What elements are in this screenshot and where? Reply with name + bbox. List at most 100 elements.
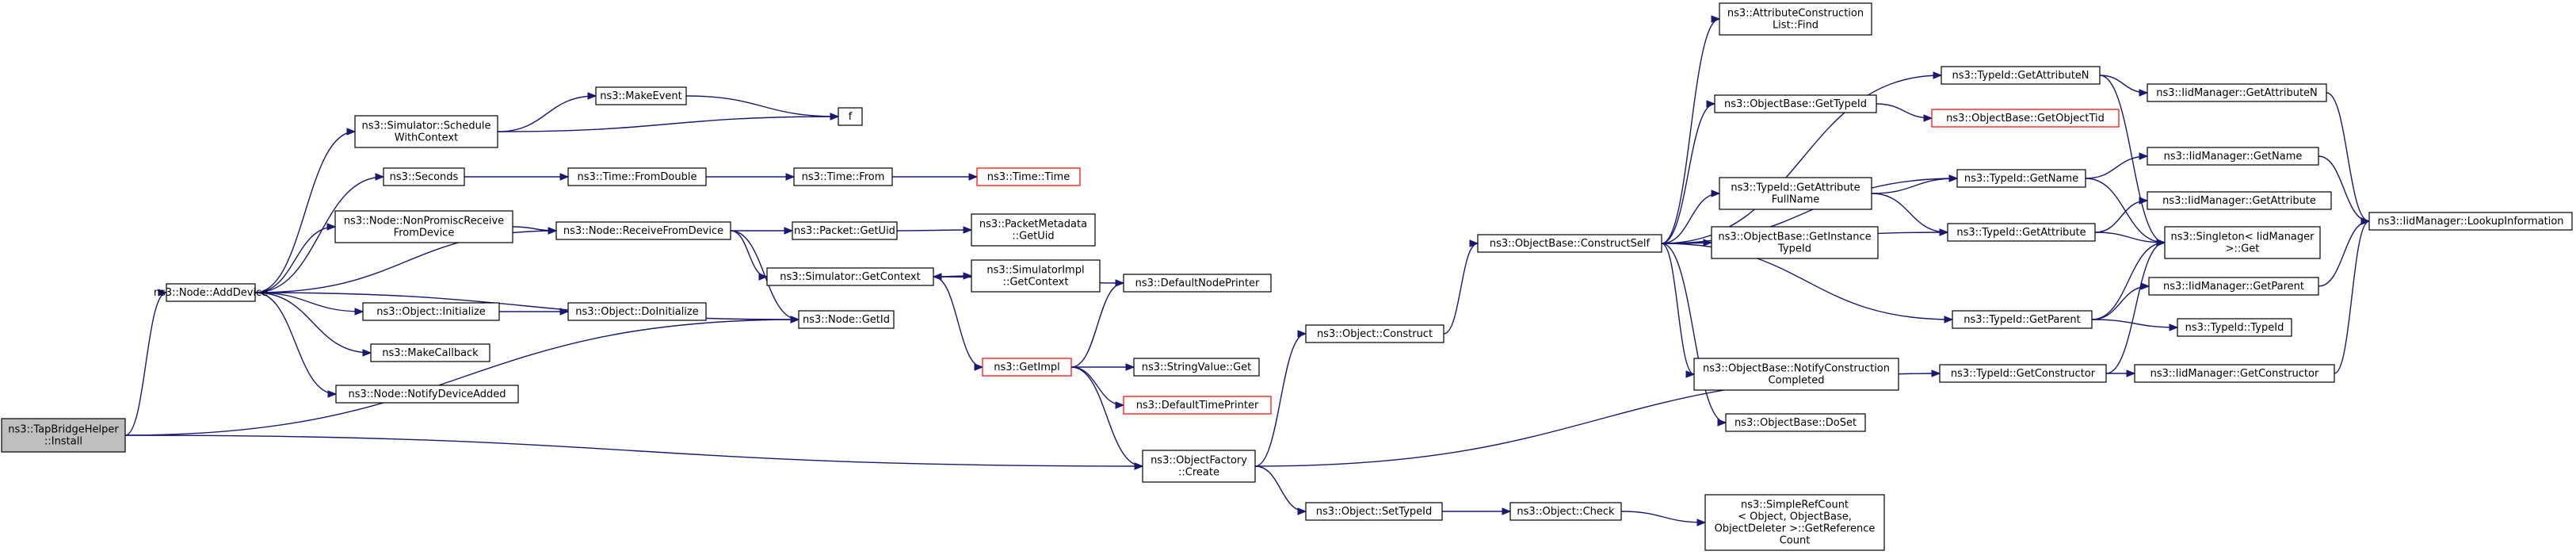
node-notifyconstr[interactable]: ns3::ObjectBase::NotifyConstructionCompl… <box>1693 358 1899 391</box>
node-f[interactable]: f <box>838 107 863 126</box>
node-box-simimplctx[interactable] <box>971 259 1101 293</box>
node-box-objfactory[interactable] <box>1142 450 1256 483</box>
node-constructself[interactable]: ns3::ObjectBase::ConstructSelf <box>1477 234 1662 253</box>
node-deftimeprinter[interactable]: ns3::DefaultTimePrinter <box>1123 396 1272 415</box>
node-box-stringget[interactable] <box>1133 358 1260 377</box>
node-objcheck[interactable]: ns3::Object::Check <box>1509 502 1622 521</box>
node-box-singleton[interactable] <box>2164 226 2321 259</box>
node-box-obinstancetid[interactable] <box>1711 226 1879 259</box>
node-notifydev[interactable]: ns3::Node::NotifyDeviceAdded <box>335 385 519 404</box>
node-box-packetgetuid[interactable] <box>792 221 898 240</box>
node-box-receivefrom[interactable] <box>555 221 731 240</box>
node-box-iidctor[interactable] <box>2134 364 2335 383</box>
node-tidgetparent[interactable]: ns3::TypeId::GetParent <box>1952 310 2093 329</box>
node-simpleref[interactable]: ns3::SimpleRefCount< Object, ObjectBase,… <box>1704 494 1885 551</box>
node-box-timetime[interactable] <box>976 167 1081 186</box>
node-box-seconds[interactable] <box>383 167 465 186</box>
node-box-timefrom[interactable] <box>793 167 893 186</box>
node-tidgetctor[interactable]: ns3::TypeId::GetConstructor <box>1939 364 2107 383</box>
node-box-simpleref[interactable] <box>1704 494 1885 551</box>
node-box-adddevice[interactable] <box>166 283 256 302</box>
node-timetime[interactable]: ns3::Time::Time <box>976 167 1081 186</box>
node-box-iidname[interactable] <box>2147 147 2319 166</box>
node-receivefrom[interactable]: ns3::Node::ReceiveFromDevice <box>555 221 731 240</box>
node-simimplctx[interactable]: ns3::SimulatorImpl::GetContext <box>971 259 1101 293</box>
node-getimpl[interactable]: ns3::GetImpl <box>982 358 1072 377</box>
node-stringget[interactable]: ns3::StringValue::Get <box>1133 358 1260 377</box>
node-box-getimpl[interactable] <box>982 358 1072 377</box>
node-box-constructself[interactable] <box>1477 234 1662 253</box>
node-box-objinit[interactable] <box>362 302 500 321</box>
node-obgetobjtid[interactable]: ns3::ObjectBase::GetObjectTid <box>1931 109 2120 128</box>
node-seconds[interactable]: ns3::Seconds <box>383 167 465 186</box>
node-iidctor[interactable]: ns3::IidManager::GetConstructor <box>2134 364 2335 383</box>
node-box-simgetctx[interactable] <box>766 267 934 286</box>
node-iidparent[interactable]: ns3::IidManager::GetParent <box>2148 277 2319 296</box>
node-objconstruct[interactable]: ns3::Object::Construct <box>1305 324 1444 343</box>
node-box-obgettypeid[interactable] <box>1714 94 1877 113</box>
node-box-tidgetattr[interactable] <box>1947 223 2096 242</box>
node-box-deftimeprinter[interactable] <box>1123 396 1272 415</box>
node-box-nodegetid[interactable] <box>798 310 895 329</box>
node-objsettypeid[interactable]: ns3::Object::SetTypeId <box>1305 502 1443 521</box>
node-box-nonpromisc[interactable] <box>334 210 513 243</box>
node-box-fromdouble[interactable] <box>567 167 707 186</box>
node-box-tidgetname[interactable] <box>1956 169 2086 188</box>
node-box-attrfind[interactable] <box>1719 2 1872 36</box>
node-box-f[interactable] <box>838 107 863 126</box>
node-fromdouble[interactable]: ns3::Time::FromDouble <box>567 167 707 186</box>
node-install[interactable]: ns3::TapBridgeHelper::Install <box>1 418 126 453</box>
node-obgettypeid[interactable]: ns3::ObjectBase::GetTypeId <box>1714 94 1877 113</box>
node-nodegetid[interactable]: ns3::Node::GetId <box>798 310 895 329</box>
node-box-makecallback[interactable] <box>370 343 490 362</box>
node-box-objsettypeid[interactable] <box>1305 502 1443 521</box>
node-doset[interactable]: ns3::ObjectBase::DoSet <box>1725 413 1866 432</box>
node-tidgetattr[interactable]: ns3::TypeId::GetAttribute <box>1947 223 2096 242</box>
node-box-install[interactable] <box>1 418 126 453</box>
node-tidtypeid[interactable]: ns3::TypeId::TypeId <box>2177 318 2292 337</box>
node-metagetuid[interactable]: ns3::PacketMetadata::GetUid <box>971 213 1096 247</box>
node-box-schedctx[interactable] <box>354 115 498 148</box>
node-box-objcheck[interactable] <box>1509 502 1622 521</box>
node-box-objdoinit[interactable] <box>567 302 707 321</box>
node-box-metagetuid[interactable] <box>971 213 1096 247</box>
node-box-lookup[interactable] <box>2368 212 2573 231</box>
node-box-getattrfull[interactable] <box>1719 177 1872 210</box>
node-tidgetname[interactable]: ns3::TypeId::GetName <box>1956 169 2086 188</box>
node-box-makeevent[interactable] <box>595 86 687 105</box>
node-timefrom[interactable]: ns3::Time::From <box>793 167 893 186</box>
node-box-tidgetctor[interactable] <box>1939 364 2107 383</box>
node-tidgetattrn[interactable]: ns3::TypeId::GetAttributeN <box>1941 66 2101 85</box>
node-packetgetuid[interactable]: ns3::Packet::GetUid <box>792 221 898 240</box>
node-box-iidparent[interactable] <box>2148 277 2319 296</box>
node-lookup[interactable]: ns3::IidManager::LookupInformation <box>2368 212 2573 231</box>
node-objfactory[interactable]: ns3::ObjectFactory::Create <box>1142 450 1256 483</box>
node-iidattr[interactable]: ns3::IidManager::GetAttribute <box>2147 191 2332 210</box>
node-adddevice[interactable]: ns3::Node::AddDevice <box>154 283 268 302</box>
node-box-doset[interactable] <box>1725 413 1866 432</box>
node-makecallback[interactable]: ns3::MakeCallback <box>370 343 490 362</box>
node-box-notifydev[interactable] <box>335 385 519 404</box>
node-objdoinit[interactable]: ns3::Object::DoInitialize <box>567 302 707 321</box>
node-makeevent[interactable]: ns3::MakeEvent <box>595 86 687 105</box>
node-box-tidgetparent[interactable] <box>1952 310 2093 329</box>
node-simgetctx[interactable]: ns3::Simulator::GetContext <box>766 267 934 286</box>
node-iidname[interactable]: ns3::IidManager::GetName <box>2147 147 2319 166</box>
node-box-tidtypeid[interactable] <box>2177 318 2292 337</box>
node-box-defnodeprinter[interactable] <box>1123 274 1272 293</box>
node-box-tidgetattrn[interactable] <box>1941 66 2101 85</box>
node-box-obgetobjtid[interactable] <box>1931 109 2120 128</box>
node-box-objconstruct[interactable] <box>1305 324 1444 343</box>
node-defnodeprinter[interactable]: ns3::DefaultNodePrinter <box>1123 274 1272 293</box>
node-box-iidattr[interactable] <box>2147 191 2332 210</box>
node-iidattrn[interactable]: ns3::IidManager::GetAttributeN <box>2147 83 2327 102</box>
node-singleton[interactable]: ns3::Singleton< IidManager>::Get <box>2164 226 2321 259</box>
node-box-notifyconstr[interactable] <box>1693 358 1899 391</box>
node-box-iidattrn[interactable] <box>2147 83 2327 102</box>
node-objinit[interactable]: ns3::Object::Initialize <box>362 302 500 321</box>
